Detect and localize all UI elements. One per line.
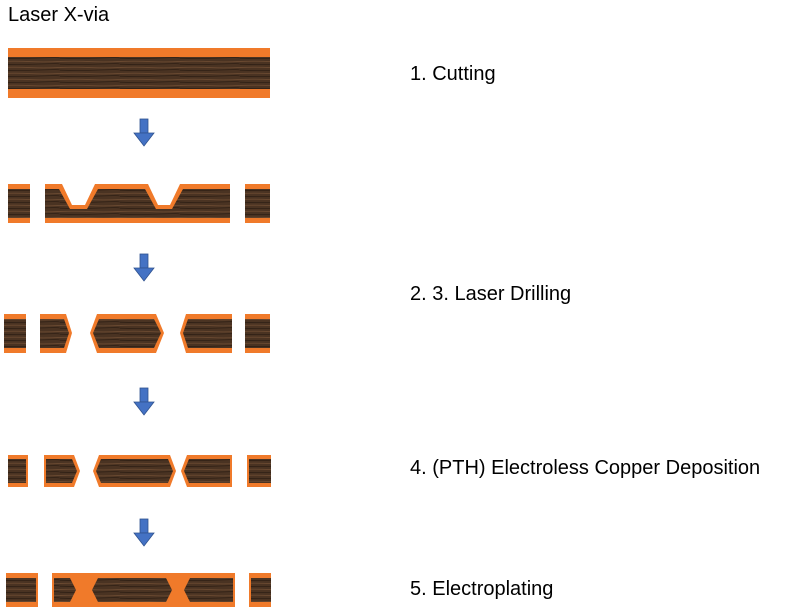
diagram-title: Laser X-via [8, 4, 110, 26]
stage-laser-drilling-through [4, 314, 270, 353]
stage-laser-drilling-top [8, 184, 270, 223]
step-label-cutting: 1. Cutting [410, 63, 496, 85]
down-arrow-icon [133, 518, 155, 547]
stage-cutting-panel [8, 48, 270, 98]
down-arrow-icon [133, 118, 155, 147]
step-label-electroplating: 5. Electroplating [410, 578, 554, 600]
step-label-laser-drilling: 2. 3. Laser Drilling [410, 283, 572, 305]
down-arrow-icon [133, 253, 155, 282]
step-label-electroless-copper: 4. (PTH) Electroless Copper Deposition [410, 457, 761, 479]
stage-electroplating [6, 573, 271, 607]
stage-electroless-copper [8, 455, 271, 487]
down-arrow-icon [133, 387, 155, 416]
